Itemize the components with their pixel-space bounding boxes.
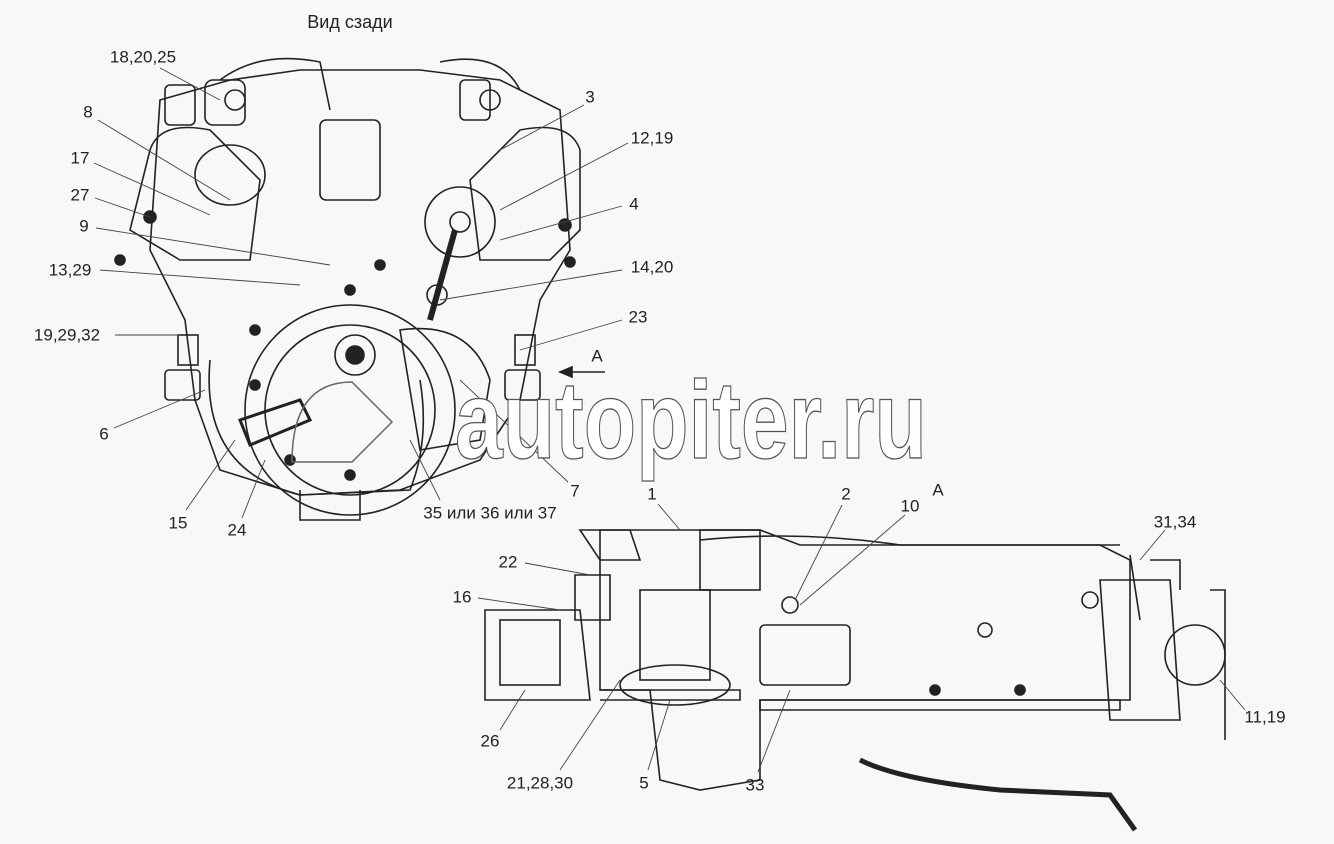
- callout-label: 10: [900, 496, 920, 516]
- callout-label: 3: [585, 87, 595, 107]
- callout-label: 17: [70, 148, 90, 168]
- callout-label: 24: [227, 520, 247, 540]
- callout-label: 7: [570, 481, 580, 501]
- callout-label: 4: [629, 194, 639, 214]
- callout-label: 8: [83, 102, 93, 122]
- callout-label: 9: [79, 216, 89, 236]
- callout-label: 33: [745, 775, 765, 795]
- callout-label: 6: [99, 424, 109, 444]
- callout-label: 16: [452, 587, 472, 607]
- callout-label: 18,20,25: [109, 47, 177, 67]
- callout-label: 11,19: [1244, 707, 1286, 727]
- rear-view-engine: [114, 57, 605, 521]
- callout-label: 19,29,32: [33, 325, 101, 345]
- callout-label: 5: [639, 773, 649, 793]
- callout-label: 26: [480, 731, 500, 751]
- callout-label: 2: [841, 484, 851, 504]
- watermark: autopiter.ru: [454, 359, 927, 482]
- callout-label: 1: [647, 484, 657, 504]
- callout-label: 27: [70, 185, 90, 205]
- callout-label: 21,28,30: [506, 773, 574, 793]
- callout-label: 35 или 36 или 37: [423, 503, 557, 523]
- callout-label: 23: [628, 307, 648, 327]
- watermark-logo-icon: [291, 381, 394, 463]
- view-marker-a-side: А: [932, 480, 944, 500]
- callout-label: 31,34: [1153, 512, 1197, 532]
- leader-lines: [93, 67, 1246, 773]
- view-title: Вид сзади: [307, 12, 393, 32]
- callout-label: 13,29: [48, 260, 92, 280]
- callout-label: 15: [168, 513, 188, 533]
- side-view-engine: [484, 529, 1226, 832]
- callout-label: 12,19: [630, 128, 674, 148]
- callout-label: 22: [498, 552, 518, 572]
- view-marker-a-rear: А: [591, 346, 603, 366]
- callout-label: 14,20: [630, 257, 674, 277]
